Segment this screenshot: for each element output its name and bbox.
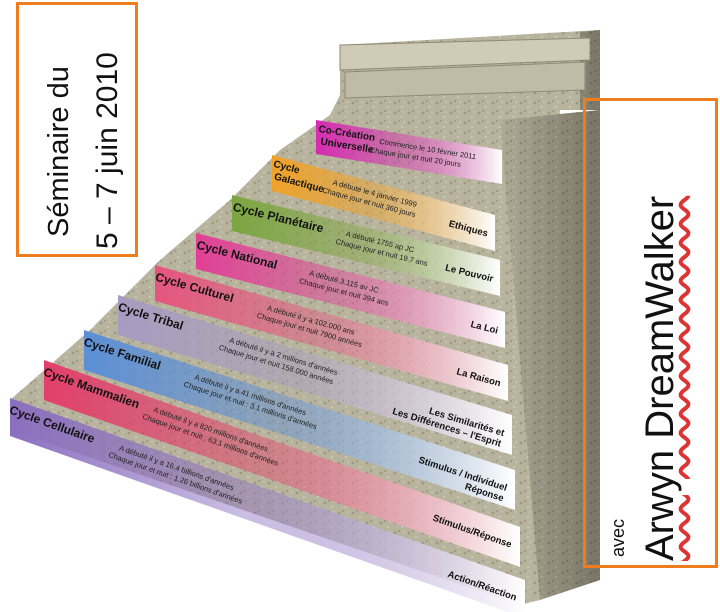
- step-band-3: [196, 233, 505, 348]
- step-band-4: [155, 265, 508, 401]
- step-band-0: [316, 120, 502, 184]
- speaker-prefix: avec: [608, 518, 628, 557]
- step-band-8: [10, 398, 525, 612]
- seminar-title: Séminaire du: [43, 66, 75, 237]
- step-band-5: [118, 295, 512, 455]
- step-band-1: [272, 155, 495, 251]
- step-band-6: [84, 330, 515, 510]
- step-band-2: [232, 195, 500, 296]
- speaker-name: Arwyn DreamWalker: [638, 195, 682, 561]
- speaker-box: avec Arwyn DreamWalker: [583, 98, 718, 568]
- step-band-7: [44, 360, 520, 567]
- seminar-date-box: Séminaire du 5 – 7 juin 2010: [16, 2, 138, 257]
- seminar-dates: 5 – 7 juin 2010: [91, 52, 124, 249]
